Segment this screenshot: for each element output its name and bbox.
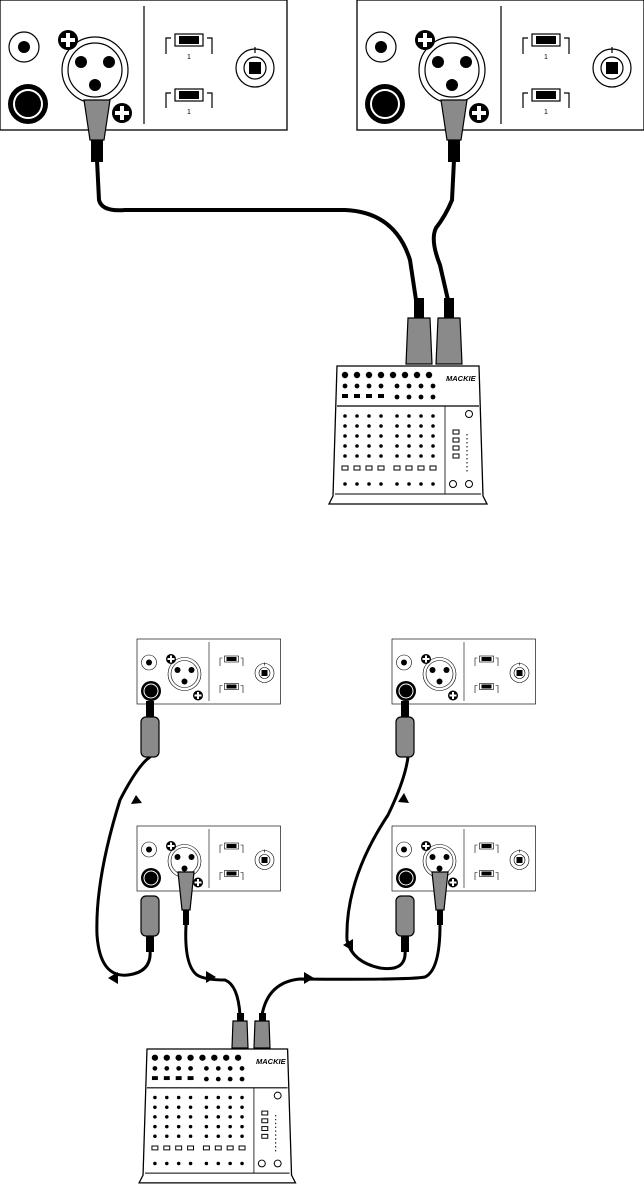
arrow-icon (398, 793, 409, 803)
top-unit-right (357, 0, 644, 130)
mixer-bottom (139, 1049, 295, 1183)
mixer-brand-logo: MACKIE (256, 1057, 287, 1066)
cable-bottom-right (262, 925, 440, 1015)
switch-mark: 1 (187, 109, 191, 116)
cable-top-right (434, 160, 454, 300)
unit-front-left (137, 826, 281, 891)
arrow-icon (206, 971, 216, 983)
cable-top-left (97, 160, 416, 300)
mixer-top (329, 366, 487, 504)
xlr-plug-mixer-in-2 (436, 298, 462, 364)
arrow-icon (131, 795, 142, 804)
xlr-plug-mixer-in-2 (254, 1013, 270, 1048)
xlr-plug (432, 872, 448, 925)
xlr-plug (178, 872, 194, 925)
switch-mark: 1 (544, 109, 548, 116)
unit-back-right (392, 639, 536, 704)
unit-front-right (392, 826, 536, 891)
mixer-brand-logo: MACKIE (446, 374, 477, 383)
unit-back-left (137, 639, 281, 704)
cable-bottom-left (186, 925, 240, 1015)
xlr-plug-mixer-in-1 (406, 298, 432, 364)
xlr-plug-mixer-in-1 (232, 1013, 248, 1048)
switch-mark: 1 (544, 54, 548, 61)
switch-mark: 1 (187, 54, 191, 61)
top-unit-left (0, 0, 287, 130)
